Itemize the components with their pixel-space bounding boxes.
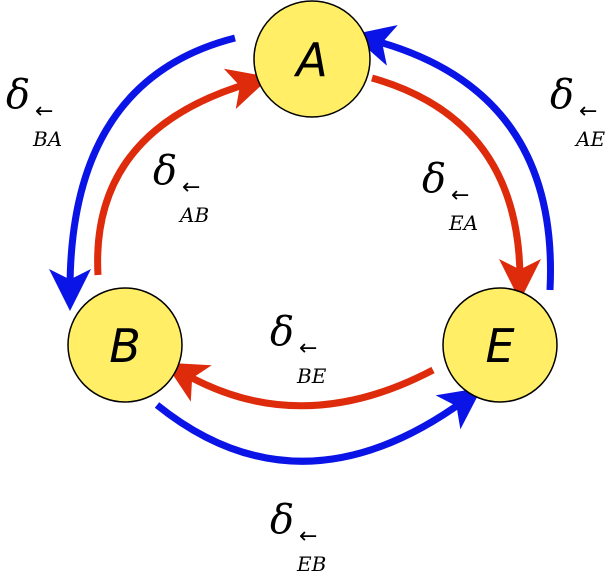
svg-text:←: ← bbox=[182, 175, 200, 200]
arrow-a-to-b bbox=[49, 34, 236, 311]
svg-text:δ: δ bbox=[6, 72, 30, 118]
svg-text:δ: δ bbox=[270, 309, 294, 355]
svg-text:←: ← bbox=[35, 99, 53, 124]
label-eb: δ ← EB bbox=[270, 497, 326, 576]
node-a-label: A bbox=[293, 33, 327, 87]
label-be: δ ← BE bbox=[270, 309, 327, 388]
node-e-label: E bbox=[485, 319, 514, 373]
label-ab: δ ← AB bbox=[153, 148, 209, 227]
svg-text:←: ← bbox=[299, 524, 317, 549]
svg-text:AE: AE bbox=[574, 127, 605, 151]
svg-text:EA: EA bbox=[448, 211, 478, 235]
svg-text:AB: AB bbox=[178, 203, 209, 227]
svg-text:δ: δ bbox=[550, 72, 574, 118]
arrow-e-to-b bbox=[164, 362, 435, 410]
svg-text:BE: BE bbox=[296, 364, 327, 388]
svg-text:EB: EB bbox=[296, 552, 326, 576]
svg-text:δ: δ bbox=[422, 156, 446, 202]
label-ba: δ ← BA bbox=[6, 72, 62, 151]
label-ae: δ ← AE bbox=[550, 72, 605, 151]
svg-text:←: ← bbox=[579, 99, 597, 124]
node-e bbox=[442, 287, 558, 403]
arrow-a-to-e bbox=[371, 74, 541, 301]
svg-text:δ: δ bbox=[153, 148, 177, 194]
svg-text:←: ← bbox=[299, 336, 317, 361]
label-ea: δ ← EA bbox=[422, 156, 478, 235]
arrow-b-to-a bbox=[94, 68, 271, 276]
node-b bbox=[67, 287, 183, 403]
arrow-e-to-a bbox=[351, 25, 555, 291]
arrow-b-to-e bbox=[154, 387, 482, 465]
svg-text:←: ← bbox=[451, 183, 469, 208]
svg-text:δ: δ bbox=[270, 497, 294, 543]
svg-text:BA: BA bbox=[32, 127, 62, 151]
node-a bbox=[253, 0, 371, 118]
node-b-label: B bbox=[109, 319, 141, 373]
